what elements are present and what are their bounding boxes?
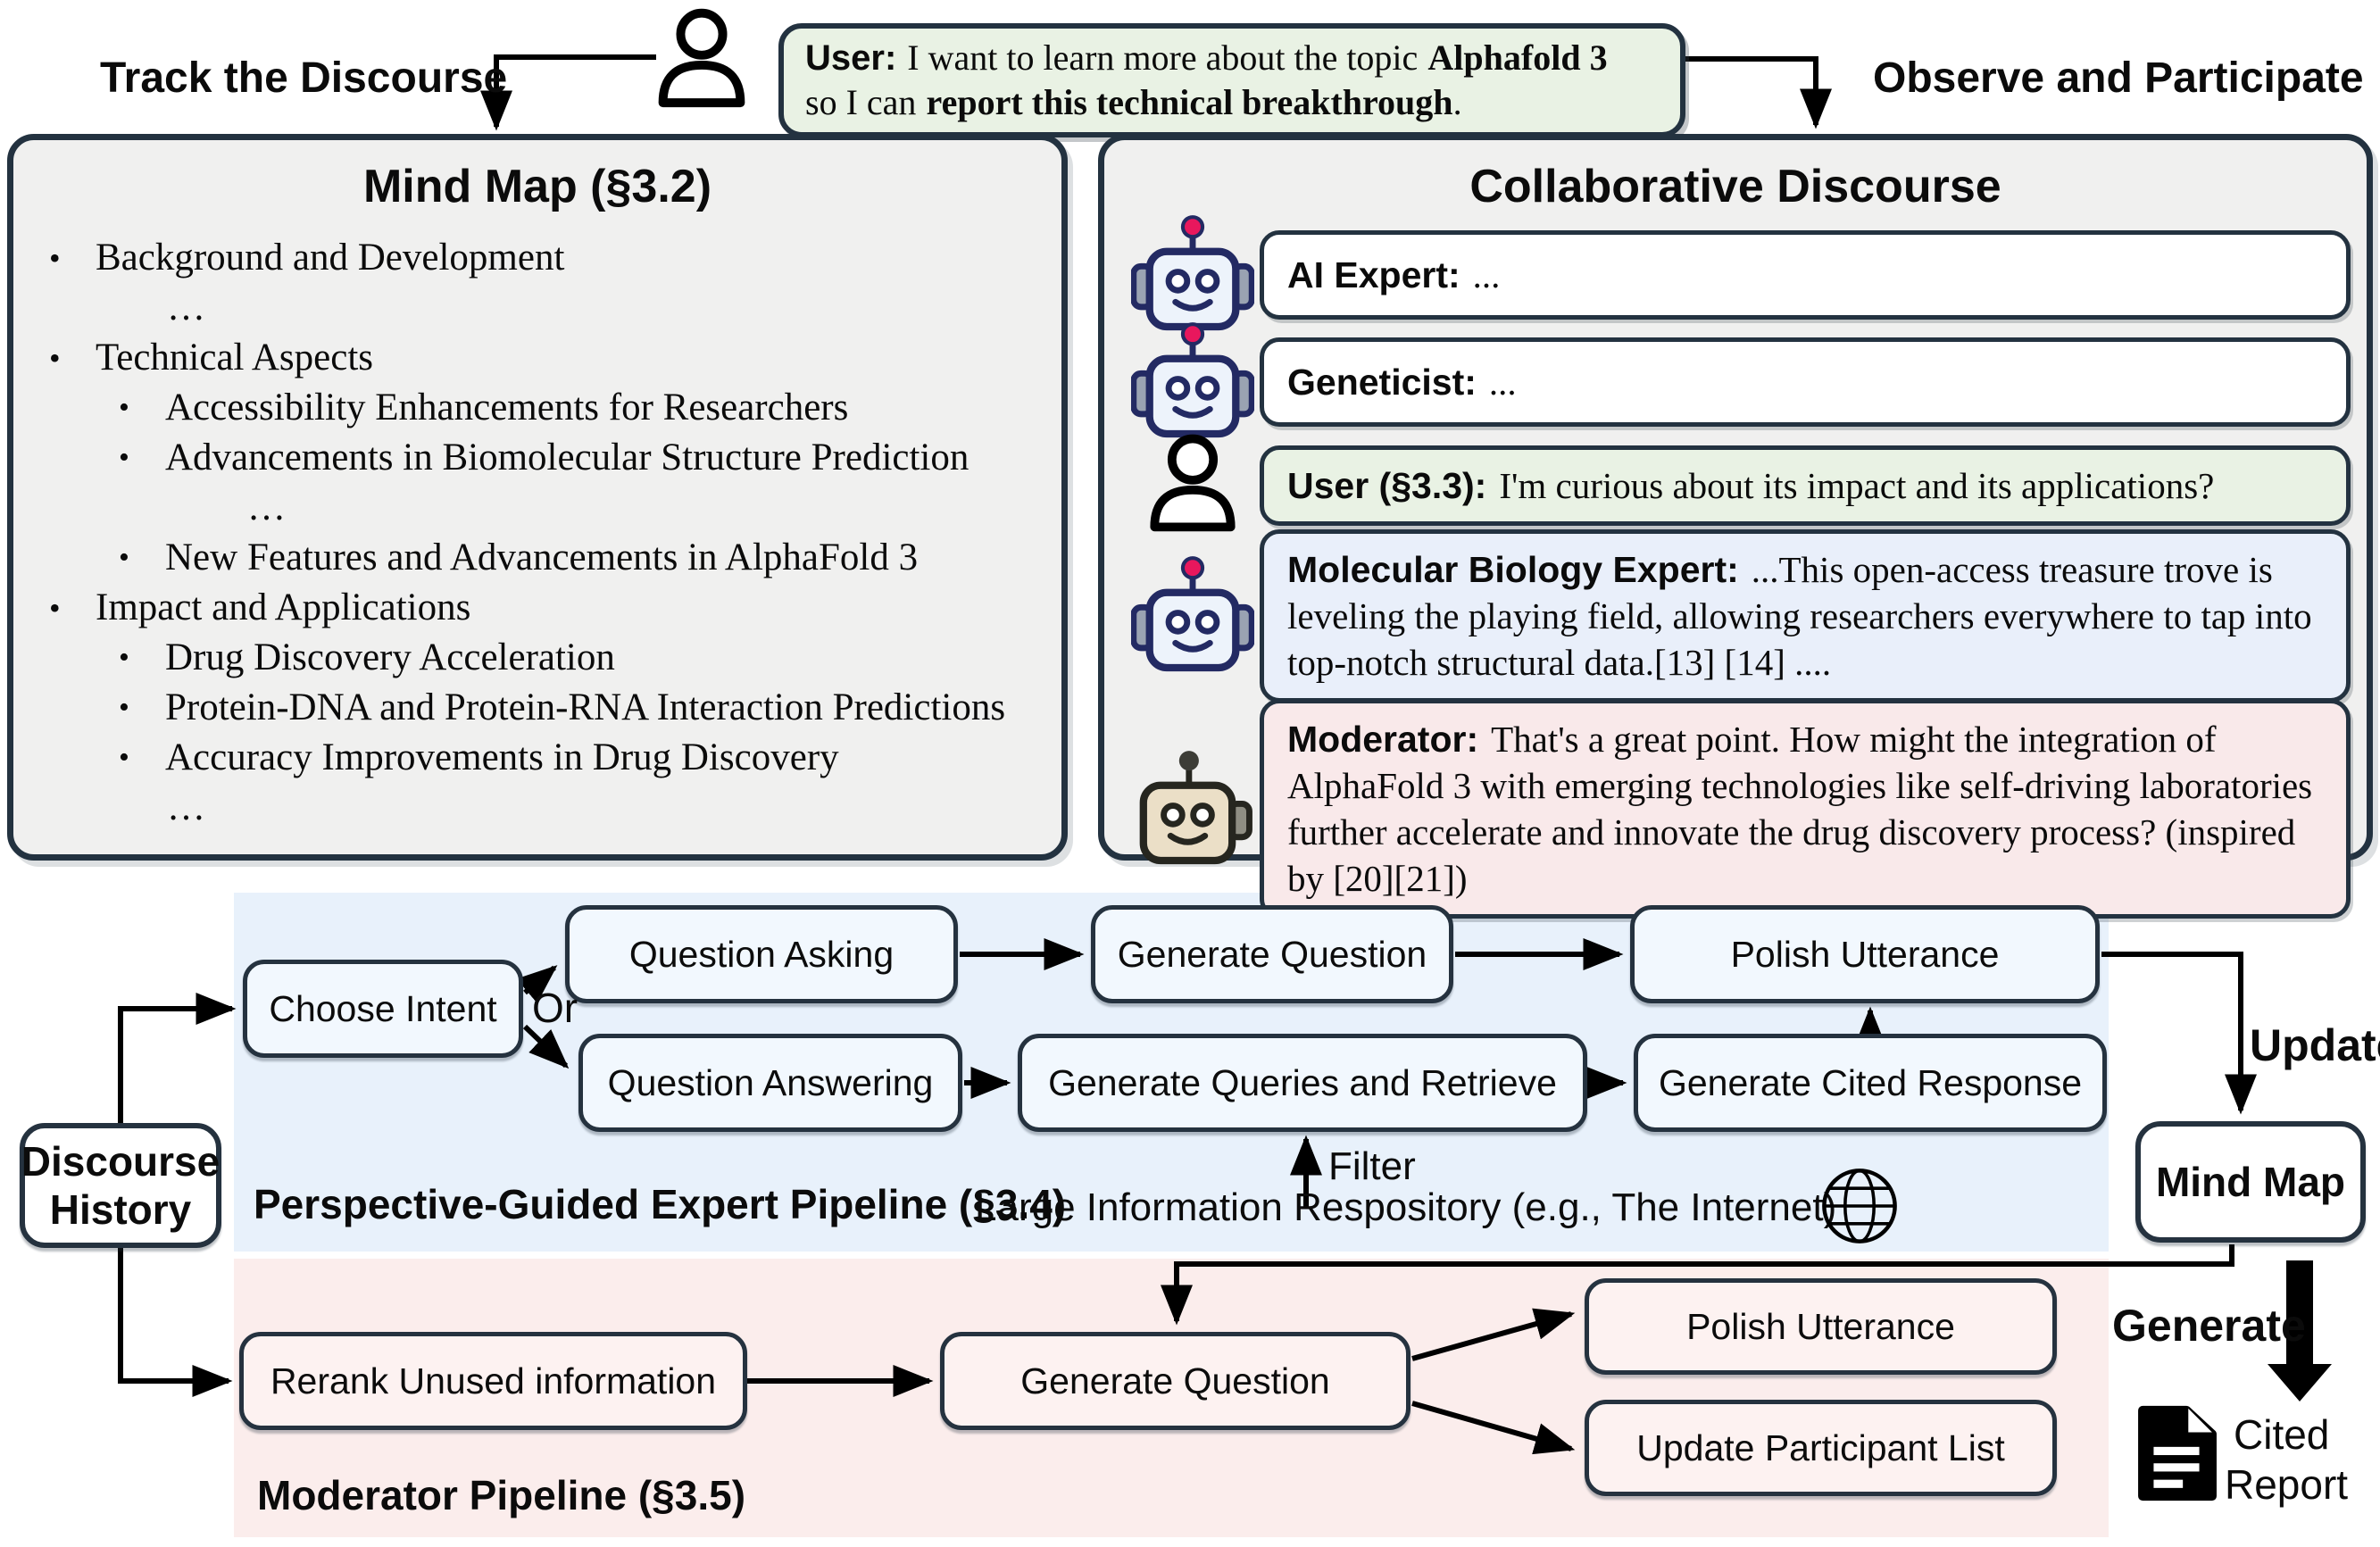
message-row-molecular-biology-expert: Molecular Biology Expert:...This open-ac…: [1126, 529, 2351, 703]
discourse-history-box: Discourse History: [20, 1123, 221, 1248]
arrow-or-question-asking: [516, 965, 558, 1003]
ai-expert-robot-icon: [1126, 213, 1260, 337]
mind-map-list: Background and Development … Technical A…: [13, 233, 1053, 833]
user-prompt-line2: so I can report this technical breakthro…: [805, 80, 1659, 125]
moderator-pipeline-label: Moderator Pipeline (§3.5): [257, 1472, 746, 1518]
mind-map-item: Protein-DNA and Protein-RNA Interaction …: [13, 683, 1053, 733]
geneticist-bubble: Geneticist:...: [1260, 337, 2351, 427]
collaborative-discourse-panel: Collaborative Discourse AI Expert:... Ge…: [1098, 134, 2373, 919]
generate-question-moderator-box: Generate Question: [940, 1332, 1411, 1430]
question-asking-box: Question Asking: [565, 905, 958, 1003]
mind-map-item: Accessibility Enhancements for Researche…: [13, 383, 1053, 433]
message-text: ...This open-access treasure trove is le…: [1287, 549, 2312, 683]
mind-map-item: Technical Aspects: [13, 333, 1053, 383]
user-bubble: User (§3.3): I'm curious about its impact…: [1260, 445, 2351, 526]
molecular-biology-robot-icon: [1126, 554, 1260, 678]
filter-label: Filter: [1328, 1144, 1416, 1188]
track-discourse-label: Track the Discourse: [100, 54, 508, 102]
mind-map-item: Advancements in Biomolecular Structure P…: [13, 433, 1053, 483]
user-prompt-goal: report this technical breakthrough: [926, 82, 1453, 122]
arrow-observe-participate: [1685, 56, 1832, 129]
mind-map-box: Mind Map: [2135, 1121, 2366, 1243]
arrow-mindmap-to-generate-question: [1161, 1244, 2234, 1326]
collaborative-discourse-title: Collaborative Discourse: [1469, 161, 2001, 212]
speaker-label: Molecular Biology Expert:: [1287, 549, 1739, 590]
arrow-history-to-rerank: [118, 1248, 233, 1397]
speaker-label: User (§3.3):: [1287, 465, 1487, 506]
choose-intent-box: Choose Intent: [243, 960, 523, 1058]
polish-utterance-moderator-box: Polish Utterance: [1585, 1278, 2057, 1375]
user-icon: [646, 4, 757, 122]
speaker-label: AI Expert:: [1287, 254, 1460, 295]
globe-icon: [1819, 1166, 1900, 1251]
mind-map-title: Mind Map (§3.2): [362, 161, 712, 212]
message-row-ai-expert: AI Expert:...: [1126, 213, 2351, 337]
arrow-update-to-mindmap: [2101, 952, 2257, 1115]
message-text: I'm curious about its impact and its app…: [1499, 465, 2215, 506]
ai-expert-bubble: AI Expert:...: [1260, 230, 2351, 320]
user-prompt-topic: Alphafold 3: [1427, 37, 1608, 78]
mind-map-item: New Features and Advancements in AlphaFo…: [13, 533, 1053, 583]
message-text: ...: [1472, 254, 1501, 295]
user-icon: [1126, 431, 1260, 540]
mind-map-item: Accuracy Improvements in Drug Discovery: [13, 733, 1053, 783]
generate-label: Generate: [2112, 1301, 2306, 1351]
cited-report-label-line1: Cited: [2234, 1411, 2330, 1458]
generate-queries-box: Generate Queries and Retrieve: [1018, 1034, 1587, 1132]
mind-map-ellipsis: …: [167, 287, 214, 329]
question-answering-box: Question Answering: [578, 1034, 962, 1132]
message-row-geneticist: Geneticist:...: [1126, 320, 2351, 444]
update-participant-list-box: Update Participant List: [1585, 1400, 2057, 1496]
user-prompt-speaker: User:: [805, 38, 897, 78]
polish-utterance-box: Polish Utterance: [1630, 905, 2100, 1003]
speaker-label: Geneticist:: [1287, 362, 1477, 403]
user-prompt-text2: so I can: [805, 82, 917, 122]
user-prompt-line1: User:I want to learn more about the topi…: [805, 36, 1659, 80]
rerank-unused-information-box: Rerank Unused information: [239, 1332, 747, 1430]
mind-map-item: Background and Development: [13, 233, 1053, 283]
mind-map-item: Drug Discovery Acceleration: [13, 633, 1053, 683]
arrow-generate-polish-mod: [1411, 1308, 1576, 1361]
geneticist-robot-icon: [1126, 320, 1260, 444]
user-prompt-text1: I want to learn more about the topic: [907, 37, 1419, 78]
generate-report-arrow: [2268, 1260, 2332, 1401]
moderator-robot-icon: [1126, 747, 1260, 870]
arrow-history-to-choose-intent: [118, 993, 237, 1123]
user-prompt-period: .: [1452, 82, 1462, 122]
message-text: ...: [1488, 362, 1517, 403]
cited-report-document-icon: [2135, 1400, 2218, 1511]
arrow-or-question-answering: [522, 1024, 570, 1069]
message-row-moderator: Moderator:That's a great point. How migh…: [1126, 699, 2351, 919]
message-text: That's a great point. How might the inte…: [1287, 719, 2313, 899]
observe-participate-label: Observe and Participate: [1873, 54, 2364, 102]
or-label: Or: [532, 985, 578, 1031]
update-label: Update: [2250, 1020, 2380, 1070]
mind-map-ellipsis: …: [247, 487, 295, 528]
molecular-biology-bubble: Molecular Biology Expert:...This open-ac…: [1260, 529, 2351, 703]
generate-question-box: Generate Question: [1091, 905, 1453, 1003]
expert-pipeline-label: Perspective-Guided Expert Pipeline (§3.4…: [254, 1181, 1067, 1227]
generate-cited-response-box: Generate Cited Response: [1634, 1034, 2107, 1132]
moderator-bubble: Moderator:That's a great point. How migh…: [1260, 699, 2351, 919]
cited-report-label-line2: Report: [2225, 1461, 2349, 1508]
user-prompt-bubble: User:I want to learn more about the topi…: [778, 23, 1685, 137]
mind-map-ellipsis: …: [167, 786, 214, 828]
arrow-track-discourse: [480, 54, 656, 131]
mind-map-panel: Mind Map (§3.2) Background and Developme…: [7, 134, 1068, 861]
speaker-label: Moderator:: [1287, 719, 1479, 760]
arrow-generate-update-list: [1411, 1401, 1576, 1455]
message-row-user: User (§3.3): I'm curious about its impact…: [1126, 431, 2351, 540]
repository-label: Large Information Respository (e.g., The…: [975, 1185, 1837, 1229]
mind-map-item: Impact and Applications: [13, 583, 1053, 633]
